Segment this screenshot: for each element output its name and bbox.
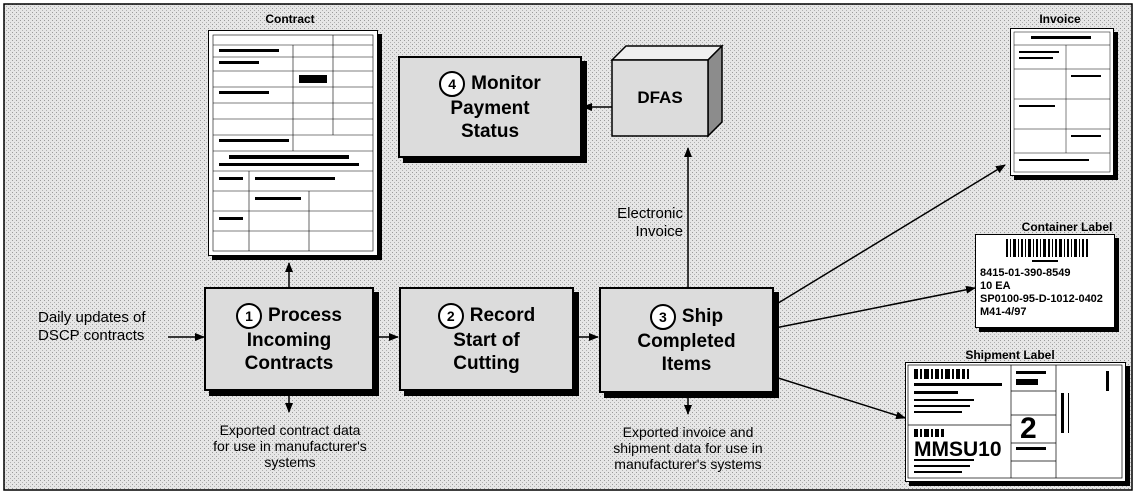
container-barcode [976, 235, 1114, 265]
note-exported-invoice: Exported invoice and shipment data for u… [573, 424, 803, 472]
note-daily-updates-line-2: DSCP contracts [38, 327, 168, 345]
note-electronic-invoice: Electronic Invoice [585, 205, 683, 241]
step-4-label: 4 Monitor Payment Status [398, 56, 582, 158]
shipment-label-title: Shipment Label [948, 348, 1072, 362]
note-exported-invoice-line-3: manufacturer's systems [573, 456, 803, 472]
container-label-line-1: 8415-01-390-8549 [980, 267, 1071, 280]
invoice-document [1010, 28, 1114, 176]
note-daily-updates-line-1: Daily updates of [38, 309, 168, 327]
contract-document [208, 30, 378, 256]
step-1-line-3: Contracts [236, 352, 342, 375]
step-3-number: 3 [650, 304, 676, 330]
step-2-line-1: Record [470, 305, 535, 326]
invoice-title: Invoice [1010, 12, 1110, 26]
container-label-document: 8415-01-390-8549 10 EA SP0100-95-D-1012-… [975, 234, 1115, 328]
step-2-number: 2 [438, 303, 464, 329]
svg-text:2: 2 [1020, 412, 1037, 445]
step-4-line-2: Payment [439, 97, 541, 120]
step-3-label: 3 Ship Completed Items [599, 287, 774, 393]
shipment-label-code: MMSU10 [914, 439, 1002, 461]
note-exported-contract-line-2: for use in manufacturer's [180, 438, 400, 454]
step-1-line-1: Process [268, 305, 342, 326]
note-exported-contract-line-3: systems [180, 454, 400, 470]
step-1-number: 1 [236, 303, 262, 329]
step-2-label: 2 Record Start of Cutting [399, 287, 574, 391]
note-electronic-invoice-line-1: Electronic [585, 205, 683, 223]
container-label-line-2: 10 EA [980, 280, 1011, 293]
container-label-title: Container Label [1012, 220, 1122, 234]
note-exported-contract-line-1: Exported contract data [180, 422, 400, 438]
step-3-line-1: Ship [682, 306, 723, 327]
step-1-line-2: Incoming [236, 329, 342, 352]
note-exported-invoice-line-1: Exported invoice and [573, 424, 803, 440]
note-exported-contract: Exported contract data for use in manufa… [180, 422, 400, 470]
step-3-line-2: Completed [637, 330, 735, 353]
step-4-line-1: Monitor [471, 73, 541, 94]
dfas-label: DFAS [612, 60, 708, 136]
step-3-line-3: Items [637, 353, 735, 376]
note-exported-invoice-line-2: shipment data for use in [573, 440, 803, 456]
step-4-line-3: Status [439, 120, 541, 143]
note-electronic-invoice-line-2: Invoice [585, 223, 683, 241]
container-label-line-4: M41-4/97 [980, 306, 1026, 319]
shipment-label-graphic: 2 [906, 363, 1125, 481]
shipment-label-document: 2 MMSU10 [905, 362, 1126, 482]
contract-title: Contract [230, 12, 350, 26]
step-4-number: 4 [439, 71, 465, 97]
contract-form-graphic [209, 31, 377, 255]
container-label-line-3: SP0100-95-D-1012-0402 [980, 293, 1103, 306]
step-1-label: 1 Process Incoming Contracts [204, 287, 374, 391]
invoice-form-graphic [1011, 29, 1113, 175]
note-daily-updates: Daily updates of DSCP contracts [38, 309, 168, 345]
step-2-line-3: Cutting [438, 352, 535, 375]
step-2-line-2: Start of [438, 329, 535, 352]
